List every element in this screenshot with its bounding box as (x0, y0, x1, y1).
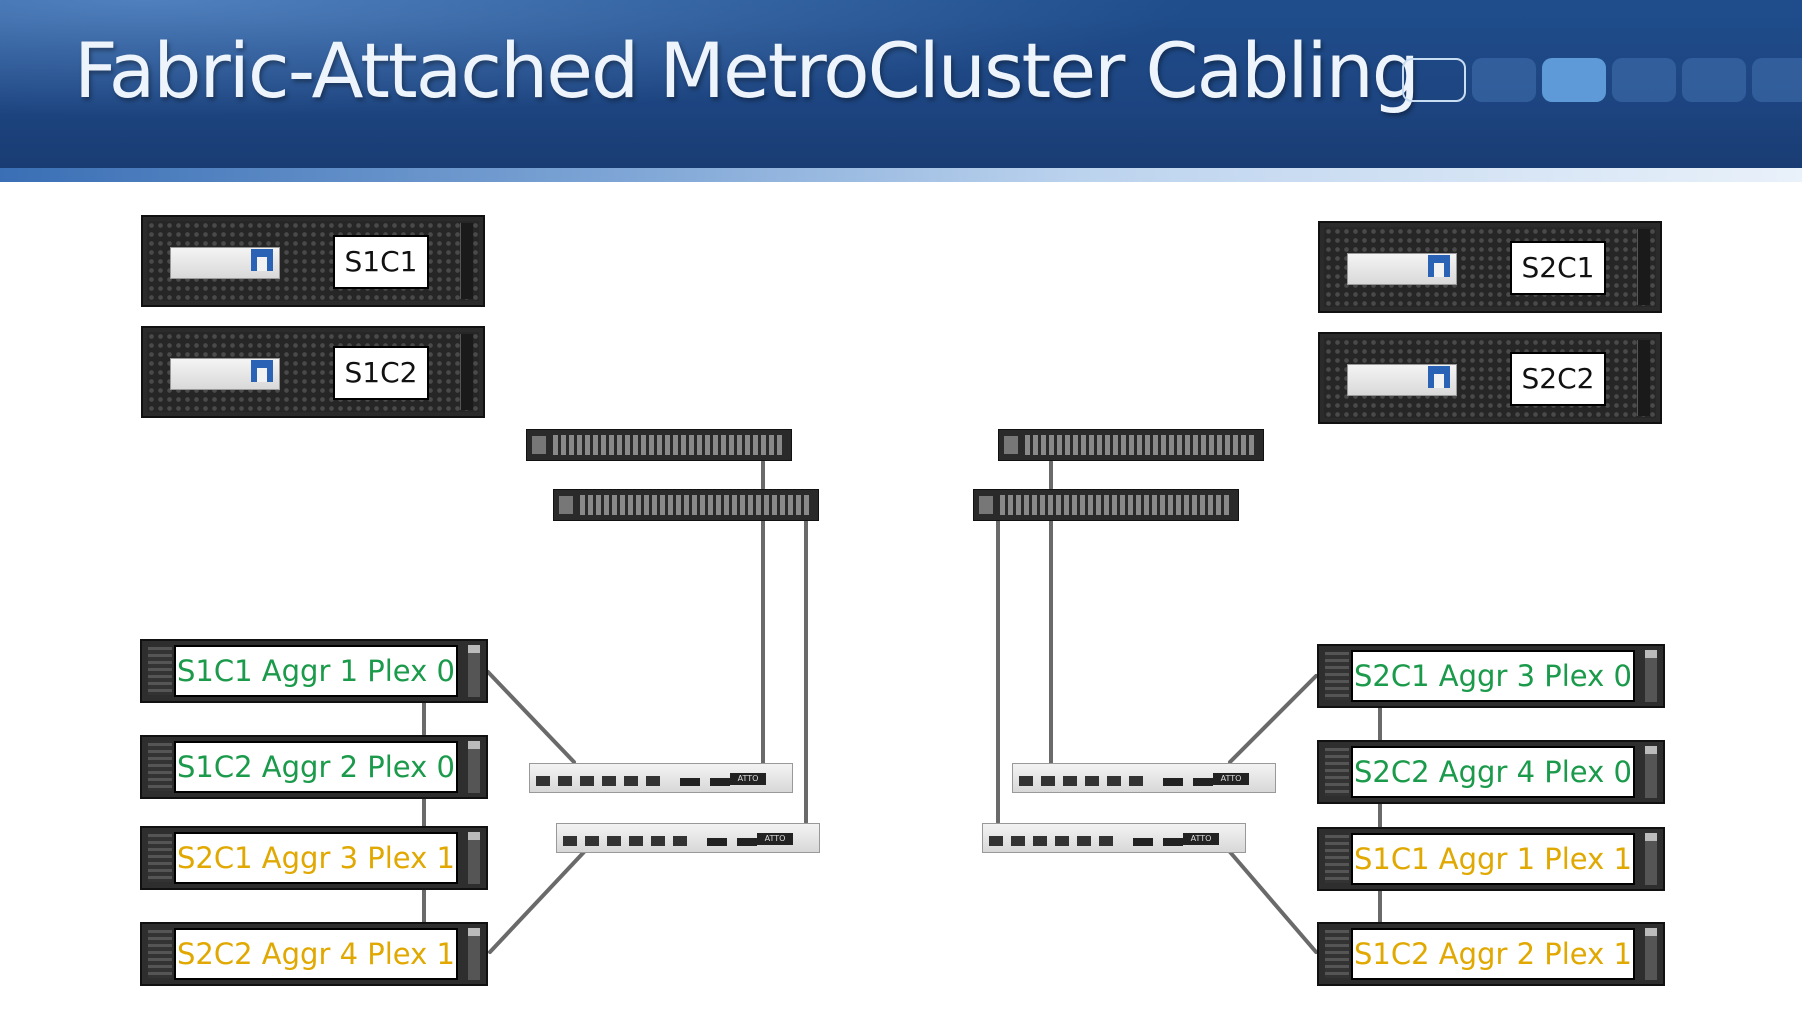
disk-shelf-s2-1[interactable]: S2C1 Aggr 3 Plex 0 (1317, 644, 1665, 708)
nav-dot-1[interactable] (1402, 58, 1466, 102)
controller-label-s1c2: S1C2 (333, 346, 429, 400)
controller-s1c1[interactable]: S1C1 (141, 215, 485, 307)
controller-s1c2[interactable]: S1C2 (141, 326, 485, 418)
cable-s2-bridge-shelf-top (1228, 674, 1318, 764)
page-title: Fabric-Attached MetroCluster Cabling (74, 26, 1420, 115)
fc-sas-bridge-s2-b[interactable]: ATTO (982, 823, 1246, 853)
shelf-label: S1C2 Aggr 2 Plex 0 (174, 741, 458, 793)
netapp-logo-icon (1428, 255, 1450, 277)
shelf-label: S2C1 Aggr 3 Plex 1 (174, 832, 458, 884)
nav-dot-5[interactable] (1682, 58, 1746, 102)
disk-shelf-s2-3[interactable]: S1C1 Aggr 1 Plex 1 (1317, 827, 1665, 891)
disk-shelf-s1-3[interactable]: S2C1 Aggr 3 Plex 1 (140, 826, 488, 890)
nav-dot-6[interactable] (1752, 58, 1802, 102)
fc-switch-s1-a[interactable] (526, 429, 792, 461)
fc-switch-s2-a[interactable] (998, 429, 1264, 461)
shelf-label: S1C2 Aggr 2 Plex 1 (1351, 928, 1635, 980)
controller-label-s2c1: S2C1 (1510, 241, 1606, 295)
shelf-label: S2C2 Aggr 4 Plex 1 (174, 928, 458, 980)
netapp-logo-icon (251, 249, 273, 271)
shelf-label: S1C1 Aggr 1 Plex 1 (1351, 833, 1635, 885)
atto-badge: ATTO (757, 833, 793, 845)
netapp-logo-icon (251, 360, 273, 382)
disk-shelf-s1-4[interactable]: S2C2 Aggr 4 Plex 1 (140, 922, 488, 986)
disk-shelf-s2-2[interactable]: S2C2 Aggr 4 Plex 0 (1317, 740, 1665, 804)
netapp-logo-icon (1428, 366, 1450, 388)
controller-label-s2c2: S2C2 (1510, 352, 1606, 406)
disk-shelf-s1-1[interactable]: S1C1 Aggr 1 Plex 0 (140, 639, 488, 703)
fc-sas-bridge-s2-a[interactable]: ATTO (1012, 763, 1276, 793)
nav-dot-3[interactable] (1542, 58, 1606, 102)
header-banner: Fabric-Attached MetroCluster Cabling (0, 0, 1802, 182)
fc-sas-bridge-s1-a[interactable]: ATTO (529, 763, 793, 793)
disk-shelf-s1-2[interactable]: S1C2 Aggr 2 Plex 0 (140, 735, 488, 799)
fc-switch-s1-b[interactable] (553, 489, 819, 521)
header-accent-band (0, 168, 1802, 182)
atto-badge: ATTO (730, 773, 766, 785)
fc-sas-bridge-s1-b[interactable]: ATTO (556, 823, 820, 853)
shelf-label: S2C1 Aggr 3 Plex 0 (1351, 650, 1635, 702)
disk-shelf-s2-4[interactable]: S1C2 Aggr 2 Plex 1 (1317, 922, 1665, 986)
controller-s2c1[interactable]: S2C1 (1318, 221, 1662, 313)
shelf-label: S2C2 Aggr 4 Plex 0 (1351, 746, 1635, 798)
fc-switch-s2-b[interactable] (973, 489, 1239, 521)
atto-badge: ATTO (1213, 773, 1249, 785)
nav-dot-2[interactable] (1472, 58, 1536, 102)
cable-s1-bridge-shelf-top (486, 670, 576, 764)
controller-label-s1c1: S1C1 (333, 235, 429, 289)
shelf-label: S1C1 Aggr 1 Plex 0 (174, 645, 458, 697)
cable-s1-bridge-shelf-bottom (488, 850, 586, 954)
atto-badge: ATTO (1183, 833, 1219, 845)
cable-s2-bridge-shelf-bottom (1228, 850, 1318, 954)
nav-dot-4[interactable] (1612, 58, 1676, 102)
controller-s2c2[interactable]: S2C2 (1318, 332, 1662, 424)
